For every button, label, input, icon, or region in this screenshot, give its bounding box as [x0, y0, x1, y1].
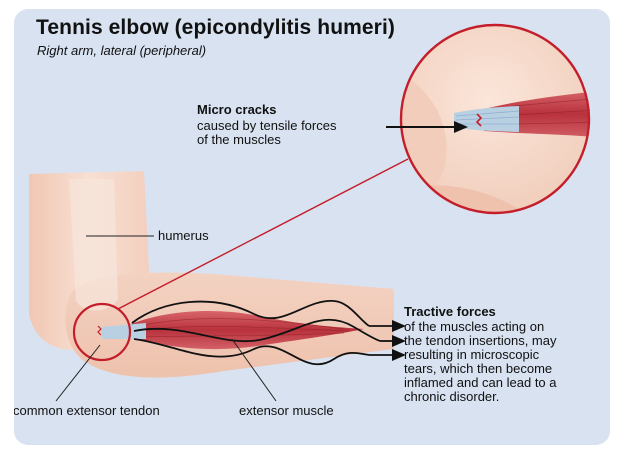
humerus-label: humerus [158, 229, 209, 243]
humerus-bone [69, 179, 118, 311]
tractive-forces-body: of the muscles acting on the tendon inse… [404, 320, 557, 404]
diagram-panel: Tennis elbow (epicondylitis humeri) Righ… [14, 9, 610, 445]
common-extensor-tendon-label: common extensor tendon [14, 404, 160, 418]
diagram-subtitle: Right arm, lateral (peripheral) [37, 43, 206, 58]
tractive-forces-heading: Tractive forces [404, 304, 496, 319]
zoom-detail [394, 19, 610, 219]
micro-cracks-heading: Micro cracks [197, 102, 277, 117]
extensor-muscle-label: extensor muscle [239, 404, 334, 418]
micro-cracks-body: caused by tensile forces of the muscles [197, 119, 336, 147]
diagram-title: Tennis elbow (epicondylitis humeri) [36, 16, 395, 40]
